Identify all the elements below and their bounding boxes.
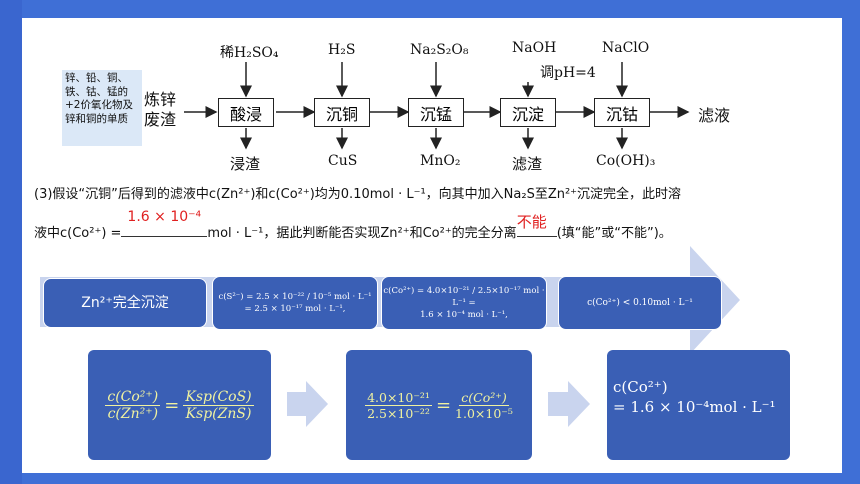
- step-manganese-precip: 沉锰: [408, 98, 464, 127]
- reagent-5: NaClO: [602, 40, 650, 56]
- banner-step-2-b: 1.6 × 10⁻⁴ mol · L⁻¹,: [420, 310, 508, 320]
- side-label: 锌、铅、铜、铁、钴、锰的+2价氧化物及锌和铜的单质: [62, 70, 142, 146]
- card-result: c(Co²⁺) = 1.6 × 10⁻⁴mol · L⁻¹: [607, 350, 790, 460]
- card3-line-2: = 1.6 × 10⁻⁴mol · L⁻¹: [613, 398, 776, 416]
- banner-step-1-a: c(S²⁻) = 2.5 × 10⁻²² / 10⁻⁵ mol · L⁻¹: [218, 292, 372, 302]
- card2-left-den: 2.5×10⁻²²: [367, 405, 430, 421]
- card1-right-den: Ksp(ZnS): [185, 405, 252, 422]
- banner-step-2-a: c(Co²⁺) = 4.0×10⁻²¹ / 2.5×10⁻¹⁷ mol · L⁻…: [383, 286, 545, 308]
- card2-right-den: 1.0×10⁻⁵: [455, 405, 513, 421]
- card-ratio-formula: c(Co²⁺)c(Zn²⁺) = Ksp(CoS)Ksp(ZnS): [88, 350, 271, 460]
- banner-step-1: c(S²⁻) = 2.5 × 10⁻²² / 10⁻⁵ mol · L⁻¹ = …: [212, 276, 378, 330]
- card1-left-fraction: c(Co²⁺)c(Zn²⁺): [105, 388, 161, 422]
- product-3: MnO₂: [420, 153, 461, 169]
- card-arrow-2: [548, 381, 590, 427]
- question-line-2-start: 液中c(Co²⁺) =: [34, 226, 122, 241]
- card1-right-fraction: Ksp(CoS)Ksp(ZnS): [183, 388, 254, 422]
- reagent-4: NaOH: [512, 40, 557, 56]
- reagent-1: 稀H₂SO₄: [220, 45, 279, 61]
- card1-left-num: c(Co²⁺): [105, 388, 161, 406]
- step-cobalt-precip: 沉钴: [594, 98, 650, 127]
- step-acid-leach: 酸浸: [218, 98, 274, 127]
- product-2: CuS: [328, 153, 358, 169]
- banner-step-2: c(Co²⁺) = 4.0×10⁻²¹ / 2.5×10⁻¹⁷ mol · L⁻…: [381, 276, 547, 330]
- reagent-2: H₂S: [328, 42, 356, 58]
- answer-blank-1: 1.6 × 10⁻⁴: [121, 209, 208, 237]
- frame-left-bar: [0, 0, 22, 484]
- banner-step-3: c(Co²⁺) < 0.10mol · L⁻¹: [558, 276, 722, 330]
- card3-line-1: c(Co²⁺): [613, 378, 668, 396]
- ph-note: 调pH=4: [540, 65, 596, 81]
- answer-2: 不能: [516, 213, 547, 231]
- step-precipitate: 沉淀: [500, 98, 556, 127]
- banner-title: Zn²⁺完全沉淀: [43, 278, 207, 328]
- question-line-2: 液中c(Co²⁺) = 1.6 × 10⁻⁴ mol · L⁻¹，据此判断能否实现Z…: [34, 209, 672, 241]
- product-4: 滤渣: [512, 155, 543, 173]
- question-line-1: (3)假设“沉铜”后得到的滤液中c(Zn²⁺)和c(Co²⁺)均为0.10mol…: [34, 187, 682, 202]
- question-line-2-mid: mol · L⁻¹，据此判断能否实现Zn²⁺和Co²⁺的完全分离: [207, 226, 517, 241]
- card2-right-num: c(Co²⁺): [459, 389, 509, 406]
- step-copper-precip: 沉铜: [314, 98, 370, 127]
- card2-right-fraction: c(Co²⁺)1.0×10⁻⁵: [455, 390, 513, 421]
- card2-left-num: 4.0×10⁻²¹: [365, 389, 432, 406]
- card1-right-num: Ksp(CoS): [183, 388, 254, 406]
- answer-blank-2: 不能: [516, 213, 557, 237]
- answer-1: 1.6 × 10⁻⁴: [127, 209, 202, 225]
- flow-end: 滤液: [698, 106, 731, 125]
- question-line-2-end: (填“能”或“不能”)。: [556, 226, 672, 241]
- flow-start: 炼锌废渣: [144, 90, 177, 129]
- card1-equals: =: [164, 394, 180, 416]
- card1-left-den: c(Zn²⁺): [107, 405, 159, 422]
- product-5: Co(OH)₃: [596, 153, 656, 169]
- banner-step-1-b: = 2.5 × 10⁻¹⁷ mol · L⁻¹,: [244, 304, 346, 314]
- card2-equals: =: [435, 394, 452, 416]
- reagent-3: Na₂S₂O₈: [410, 42, 469, 58]
- product-1: 浸渣: [230, 155, 261, 173]
- card-arrow-1: [287, 381, 328, 427]
